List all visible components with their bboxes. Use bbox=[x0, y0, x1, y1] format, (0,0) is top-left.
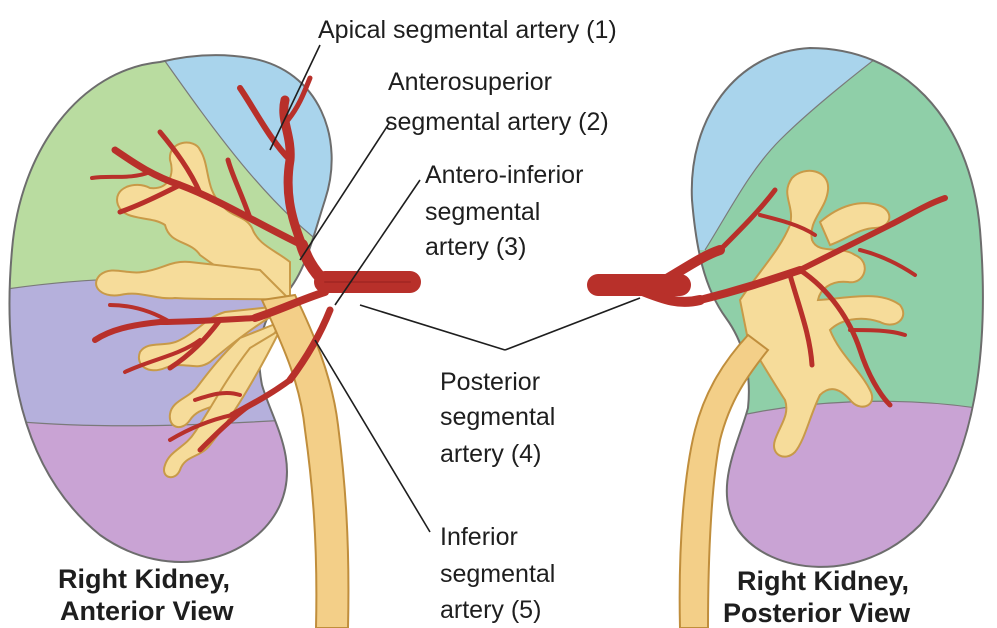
leader-posterior-left bbox=[360, 305, 505, 350]
label-antero-inferior-line3: artery (3) bbox=[425, 233, 526, 261]
left-kidney bbox=[0, 40, 410, 628]
label-posterior-line2: segmental bbox=[440, 403, 555, 431]
label-antero-inferior-line1: Antero-inferior bbox=[425, 161, 583, 189]
label-apical: Apical segmental artery (1) bbox=[318, 16, 617, 44]
label-inferior-line3: artery (5) bbox=[440, 596, 541, 624]
label-anterosuperior-line2: segmental artery (2) bbox=[385, 108, 609, 136]
label-posterior-line1: Posterior bbox=[440, 368, 540, 396]
leader-posterior-right bbox=[505, 298, 640, 350]
caption-left-line1: Right Kidney, bbox=[58, 564, 230, 594]
labels: Apical segmental artery (1) Anterosuperi… bbox=[318, 16, 617, 624]
caption-right-line2: Posterior View bbox=[723, 598, 911, 628]
label-anterosuperior-line1: Anterosuperior bbox=[388, 68, 552, 96]
label-inferior-line1: Inferior bbox=[440, 523, 518, 551]
label-posterior-line3: artery (4) bbox=[440, 440, 541, 468]
caption-right-line1: Right Kidney, bbox=[737, 566, 909, 596]
right-kidney bbox=[598, 40, 990, 628]
label-antero-inferior-line2: segmental bbox=[425, 198, 540, 226]
label-inferior-line2: segmental bbox=[440, 560, 555, 588]
caption-left-line2: Anterior View bbox=[60, 596, 235, 626]
